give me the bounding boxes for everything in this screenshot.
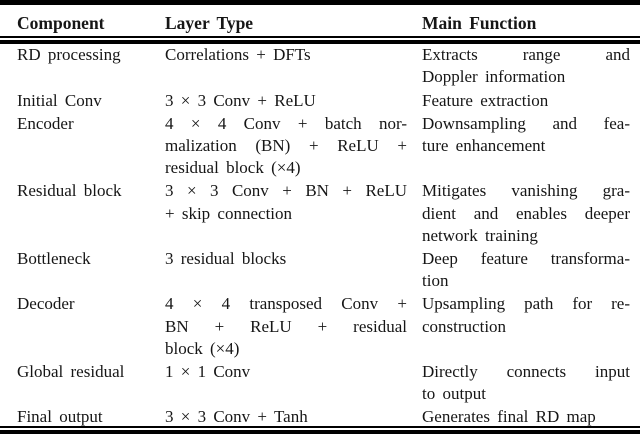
cell-layer-type: 3 × 3 Conv + Tanh (165, 406, 422, 428)
cell-main-function: Deep feature transforma-tion (422, 248, 640, 292)
cell-component: Final output (0, 406, 165, 428)
table-row: RD processing Correlations + DFTs Extracts… (0, 44, 640, 88)
cell-line: 3 × 3 Conv + Tanh (165, 407, 308, 427)
cell-component: Global residual (0, 361, 165, 405)
cell-line: Decoder (17, 294, 75, 314)
table-row: Initial Conv 3 × 3 Conv + ReLU Feature ext… (0, 89, 640, 112)
cell-line: RD processing (17, 45, 121, 65)
cell-line: 4 × 4 Conv + batch nor- (165, 113, 407, 133)
table-row: Global residual 1 × 1 Conv Directly connec… (0, 360, 640, 405)
cell-line: Generates final RD map (422, 407, 596, 427)
cell-line: Downsampling and fea- (422, 113, 630, 133)
cell-line: Directly connects input (422, 362, 630, 382)
cell-main-function: Generates final RD map (422, 406, 640, 428)
cell-line: ture enhancement (422, 136, 546, 156)
cell-line: Global residual (17, 362, 125, 382)
cell-main-function: Downsampling and fea-ture enhancement (422, 113, 640, 180)
header-label: Layer Type (165, 13, 254, 33)
cell-line: Feature extraction (422, 90, 549, 110)
cell-component: Initial Conv (0, 90, 165, 112)
cell-main-function: Mitigates vanishing gra-dient and enable… (422, 180, 640, 247)
cell-line: Bottleneck (17, 249, 91, 269)
table-header-rule (0, 36, 640, 45)
cell-line: Initial Conv (17, 90, 102, 110)
cell-line: Doppler information (422, 67, 566, 87)
cell-line: Mitigates vanishing gra- (422, 181, 630, 201)
cell-layer-type: 1 × 1 Conv (165, 361, 422, 405)
cell-line: Correlations + DFTs (165, 45, 311, 65)
table-row: Bottleneck 3 residual blocks Deep feature … (0, 247, 640, 292)
table-row: Encoder 4 × 4 Conv + batch nor-malization… (0, 112, 640, 180)
cell-line: dient and enables deeper (422, 203, 630, 223)
cell-line: 4 × 4 transposed Conv + (165, 294, 407, 314)
cell-line: Deep feature transforma- (422, 249, 630, 269)
table-row: Decoder 4 × 4 transposed Conv +BN + ReLU … (0, 292, 640, 360)
header-label: Component (17, 13, 105, 33)
cell-line: + skip connection (165, 203, 293, 223)
cell-line: Extracts range and (422, 45, 630, 65)
cell-component: RD processing (0, 44, 165, 88)
cell-layer-type: 4 × 4 Conv + batch nor-malization (BN) +… (165, 113, 422, 180)
table-bottom-rule (0, 426, 640, 434)
cell-component: Encoder (0, 113, 165, 180)
cell-layer-type: 3 × 3 Conv + BN + ReLU+ skip connection (165, 180, 422, 247)
cell-line: block (×4) (165, 338, 240, 358)
cell-line: construction (422, 316, 507, 336)
header-layer-type: Layer Type (165, 12, 422, 34)
table-top-rule (0, 0, 640, 5)
cell-line: 3 residual blocks (165, 249, 287, 269)
header-label: Main Function (422, 13, 537, 33)
cell-main-function: Upsampling path for re-construction (422, 293, 640, 360)
cell-line: BN + ReLU + residual (165, 316, 407, 336)
table-row: Residual block 3 × 3 Conv + BN + ReLU+ sk… (0, 179, 640, 247)
cell-component: Decoder (0, 293, 165, 360)
cell-layer-type: Correlations + DFTs (165, 44, 422, 88)
cell-line: residual block (×4) (165, 158, 301, 178)
table-body: RD processing Correlations + DFTs Extracts… (0, 44, 640, 428)
cell-line: Upsampling path for re- (422, 294, 630, 314)
cell-line: 1 × 1 Conv (165, 362, 251, 382)
header-main-function: Main Function (422, 12, 640, 34)
cell-line: Residual block (17, 181, 122, 201)
cell-line: 3 × 3 Conv + BN + ReLU (165, 181, 407, 201)
cell-layer-type: 4 × 4 transposed Conv +BN + ReLU + resid… (165, 293, 422, 360)
cell-line: tion (422, 271, 449, 291)
header-component: Component (0, 12, 165, 34)
cell-line: Final output (17, 407, 103, 427)
table-row: Final output 3 × 3 Conv + Tanh Generates f… (0, 405, 640, 428)
cell-component: Residual block (0, 180, 165, 247)
table-header-row: Component Layer Type Main Function (0, 5, 640, 36)
cell-line: malization (BN) + ReLU + (165, 136, 407, 156)
cell-layer-type: 3 × 3 Conv + ReLU (165, 90, 422, 112)
cell-line: 3 × 3 Conv + ReLU (165, 90, 316, 110)
cell-line: Encoder (17, 113, 74, 133)
cell-main-function: Feature extraction (422, 90, 640, 112)
cell-line: network training (422, 225, 538, 245)
cell-line: to output (422, 384, 486, 404)
cell-layer-type: 3 residual blocks (165, 248, 422, 292)
cell-component: Bottleneck (0, 248, 165, 292)
